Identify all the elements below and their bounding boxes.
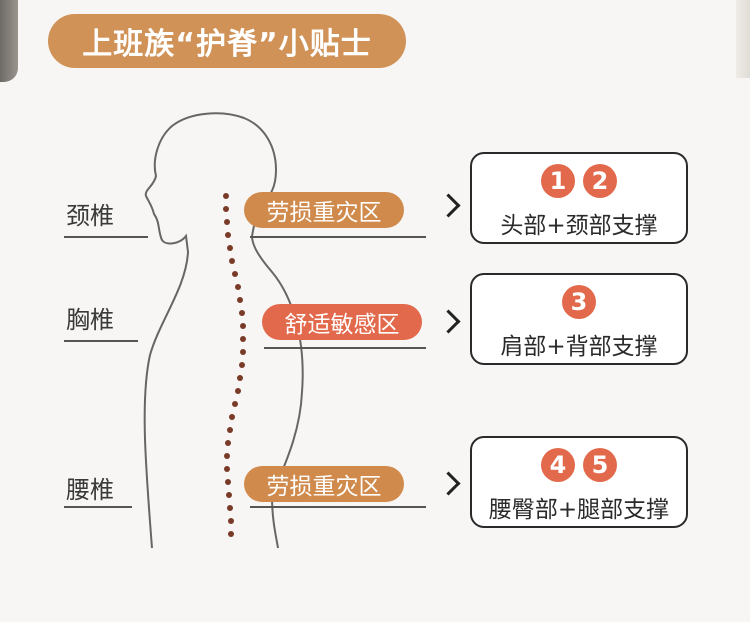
- support-box-cervical: 1 2 头部+颈部支撑: [470, 152, 688, 244]
- zone-tag-text: 劳损重灾区: [266, 474, 382, 500]
- photo-edge: [0, 0, 18, 82]
- zone-tag-text: 舒适敏感区: [284, 312, 400, 338]
- number-badge: 4: [541, 448, 575, 482]
- vertebra-label-cervical: 颈椎: [66, 202, 114, 230]
- label-underline: [64, 236, 148, 238]
- support-text: 头部+颈部支撑: [500, 213, 658, 239]
- number-badges: 4 5: [472, 448, 686, 482]
- support-box-lumbar: 4 5 腰臀部+腿部支撑: [470, 436, 688, 528]
- zone-tag-text: 劳损重灾区: [266, 200, 382, 226]
- tag-underline: [250, 236, 426, 238]
- number-badges: 3: [472, 285, 686, 319]
- support-box-thoracic: 3 肩部+背部支撑: [470, 273, 688, 365]
- vertebra-label-thoracic: 胸椎: [66, 306, 114, 334]
- body-outline-front: [143, 112, 304, 549]
- spine-dots: [223, 193, 246, 537]
- number-badge: 5: [583, 448, 617, 482]
- number-badge: 3: [562, 285, 596, 319]
- number-badge: 1: [541, 164, 575, 198]
- number-badge: 2: [583, 164, 617, 198]
- label-underline: [64, 506, 132, 508]
- vertebra-label-lumbar: 腰椎: [66, 476, 114, 504]
- title-banner: 上班族“护脊”小贴士: [48, 14, 406, 68]
- number-badges: 1 2: [472, 164, 686, 198]
- label-underline: [64, 340, 138, 342]
- page-title: 上班族“护脊”小贴士: [82, 27, 372, 62]
- tag-underline: [250, 506, 426, 508]
- zone-tag-thoracic: 舒适敏感区: [262, 304, 422, 340]
- photo-edge: [736, 0, 750, 78]
- support-text: 腰臀部+腿部支撑: [488, 497, 670, 523]
- support-text: 肩部+背部支撑: [500, 334, 658, 360]
- zone-tag-lumbar: 劳损重灾区: [244, 466, 404, 502]
- tag-underline: [264, 347, 426, 349]
- zone-tag-cervical: 劳损重灾区: [244, 192, 404, 228]
